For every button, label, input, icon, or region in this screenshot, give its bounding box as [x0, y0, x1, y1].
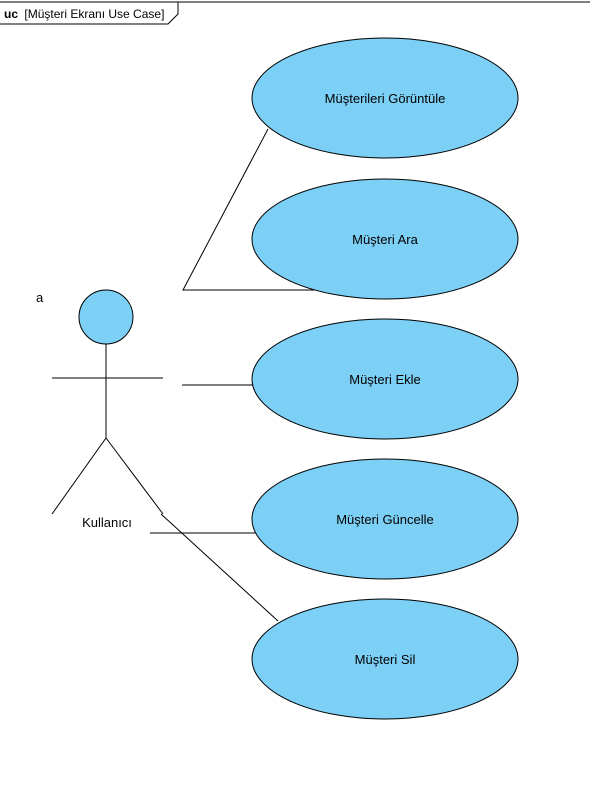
actor-note: a — [36, 290, 44, 305]
use-case-ekle[interactable]: Müşteri Ekle — [251, 318, 519, 440]
use-case-ellipse — [251, 178, 519, 300]
use-case-goruntule[interactable]: Müşterileri Görüntüle — [251, 37, 519, 159]
use-case-label: Müşteri Ekle — [349, 372, 421, 387]
actor-left-leg — [51, 437, 107, 515]
associations — [150, 128, 315, 622]
use-case-ellipse — [251, 598, 519, 720]
use-case-guncelle[interactable]: Müşteri Güncelle — [251, 458, 519, 580]
association-goruntule-ara — [182, 128, 315, 291]
use-case-label: Müşteri Güncelle — [336, 512, 434, 527]
actor-kullanici[interactable]: a Kullanıcı — [36, 289, 164, 530]
frame-tab — [0, 1, 179, 25]
use-case-ellipse — [251, 37, 519, 159]
actor-right-leg — [105, 437, 164, 515]
actor-name: Kullanıcı — [82, 515, 132, 530]
use-case-ellipse — [251, 318, 519, 440]
svg-text:uc [Müşteri Ekranı Use C: uc [Müşteri Ekranı Use Case] — [4, 7, 164, 21]
use-case-label: Müşterileri Görüntüle — [325, 91, 446, 106]
use-case-label: Müşteri Sil — [355, 652, 416, 667]
diagram-frame: uc [Müşteri Ekranı Use Case] — [0, 1, 590, 25]
use-case-ellipse — [251, 458, 519, 580]
actor-head — [78, 289, 134, 345]
frame-name: [Müşteri Ekranı Use Case] — [24, 7, 164, 21]
association-sil — [160, 513, 279, 622]
frame-keyword: uc — [4, 7, 18, 21]
use-case-ara[interactable]: Müşteri Ara — [251, 178, 519, 300]
use-case-sil[interactable]: Müşteri Sil — [251, 598, 519, 720]
use-case-label: Müşteri Ara — [352, 232, 419, 247]
